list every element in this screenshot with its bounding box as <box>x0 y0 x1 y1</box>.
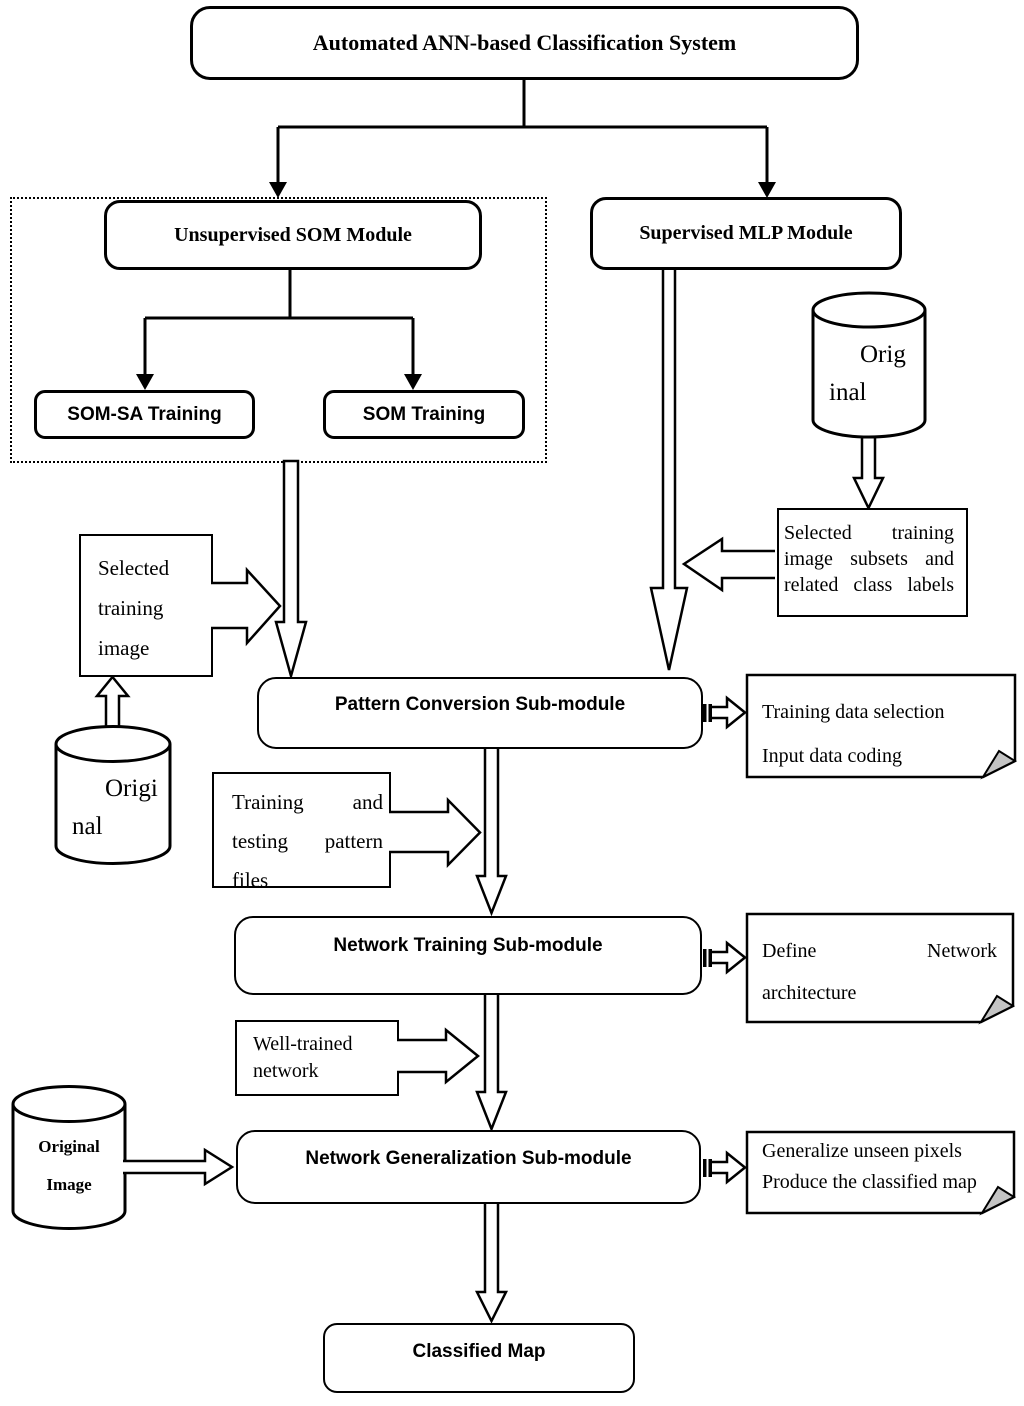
training-note-connector <box>703 940 747 975</box>
som-sa-training-box: SOM-SA Training <box>34 390 255 439</box>
selected-subsets-box: Selected training image subsets and rela… <box>777 508 968 617</box>
network-generalization-label: Network Generalization Sub-module <box>305 1148 632 1169</box>
som-training-label: SOM Training <box>362 403 486 425</box>
generalization-note-text: Generalize unseen pixels Produce the cla… <box>762 1140 977 1193</box>
original-image-cylinder-label: Original Image <box>38 1137 100 1194</box>
original-cylinder-left-label: Origi nal <box>72 775 158 840</box>
callout-line: Selected training <box>784 522 954 544</box>
title-text: Automated ANN-based Classification Syste… <box>312 30 737 55</box>
classified-map-label: Classified Map <box>412 1341 546 1362</box>
original-to-selected-image-hollow-arrow <box>94 675 131 727</box>
callout-line: image subsets and <box>784 548 954 570</box>
pattern-note-text: Training data selection Input data codin… <box>762 701 945 767</box>
note-fold-corner <box>979 1185 1017 1216</box>
pattern-conversion-label: Pattern Conversion Sub-module <box>334 694 626 715</box>
selected-image-right-arrow <box>211 566 282 647</box>
callout-line: Selected <box>98 556 170 580</box>
mlp-to-pattern-hollow-arrow <box>649 270 689 671</box>
training-to-generalization-hollow-arrow <box>475 995 508 1133</box>
unsupervised-som-module-box: Unsupervised SOM Module <box>104 200 482 270</box>
callout-line: testing pattern <box>232 829 383 853</box>
callout-line: Training and <box>232 790 383 814</box>
arrowhead-to-unsupervised <box>269 182 287 198</box>
original-to-subsets-hollow-arrow <box>852 437 885 511</box>
pattern-files-right-arrow <box>389 796 482 869</box>
pattern-note-connector <box>703 695 747 730</box>
callout-line: Well-trained <box>253 1033 353 1055</box>
original-cylinder-top-label: Orig inal <box>829 341 906 406</box>
supervised-mlp-module-box: Supervised MLP Module <box>590 197 902 270</box>
callout-line: image <box>98 636 150 660</box>
subsets-to-mlp-line-left-arrow <box>681 536 775 593</box>
original-image-right-arrow <box>123 1147 235 1187</box>
title-box: Automated ANN-based Classification Syste… <box>190 6 859 80</box>
callout-line: related class labels <box>784 574 954 596</box>
network-training-label: Network Training Sub-module <box>333 935 603 956</box>
network-generalization-submodule-box: Network Generalization Sub-module <box>236 1130 701 1204</box>
som-to-pattern-hollow-arrow <box>274 459 308 681</box>
classified-map-box: Classified Map <box>323 1323 635 1393</box>
som-training-box: SOM Training <box>323 390 525 439</box>
training-testing-pattern-files-box: Training and testing pattern files <box>212 772 391 888</box>
arrowhead-to-supervised <box>758 182 776 198</box>
pattern-conversion-submodule-box: Pattern Conversion Sub-module <box>257 677 703 749</box>
generalization-note-connector <box>703 1150 747 1185</box>
unsupervised-som-module-label: Unsupervised SOM Module <box>174 223 412 246</box>
callout-line: network <box>253 1060 319 1082</box>
selected-training-image-box: Selected training image <box>79 534 213 677</box>
callout-line: training <box>98 596 164 620</box>
supervised-mlp-module-label: Supervised MLP Module <box>639 222 853 244</box>
som-sa-training-label: SOM-SA Training <box>67 403 222 425</box>
top-tree-connector <box>269 80 776 198</box>
pattern-to-training-hollow-arrow <box>475 749 508 917</box>
callout-line: files <box>232 868 269 888</box>
generalization-to-classified-hollow-arrow <box>474 1204 509 1324</box>
well-trained-right-arrow <box>397 1027 480 1085</box>
well-trained-network-box: Well-trained network <box>235 1020 399 1096</box>
training-note-text: Define Network architecture <box>762 940 997 1004</box>
note-fold-corner <box>980 749 1018 780</box>
network-training-submodule-box: Network Training Sub-module <box>234 916 702 995</box>
